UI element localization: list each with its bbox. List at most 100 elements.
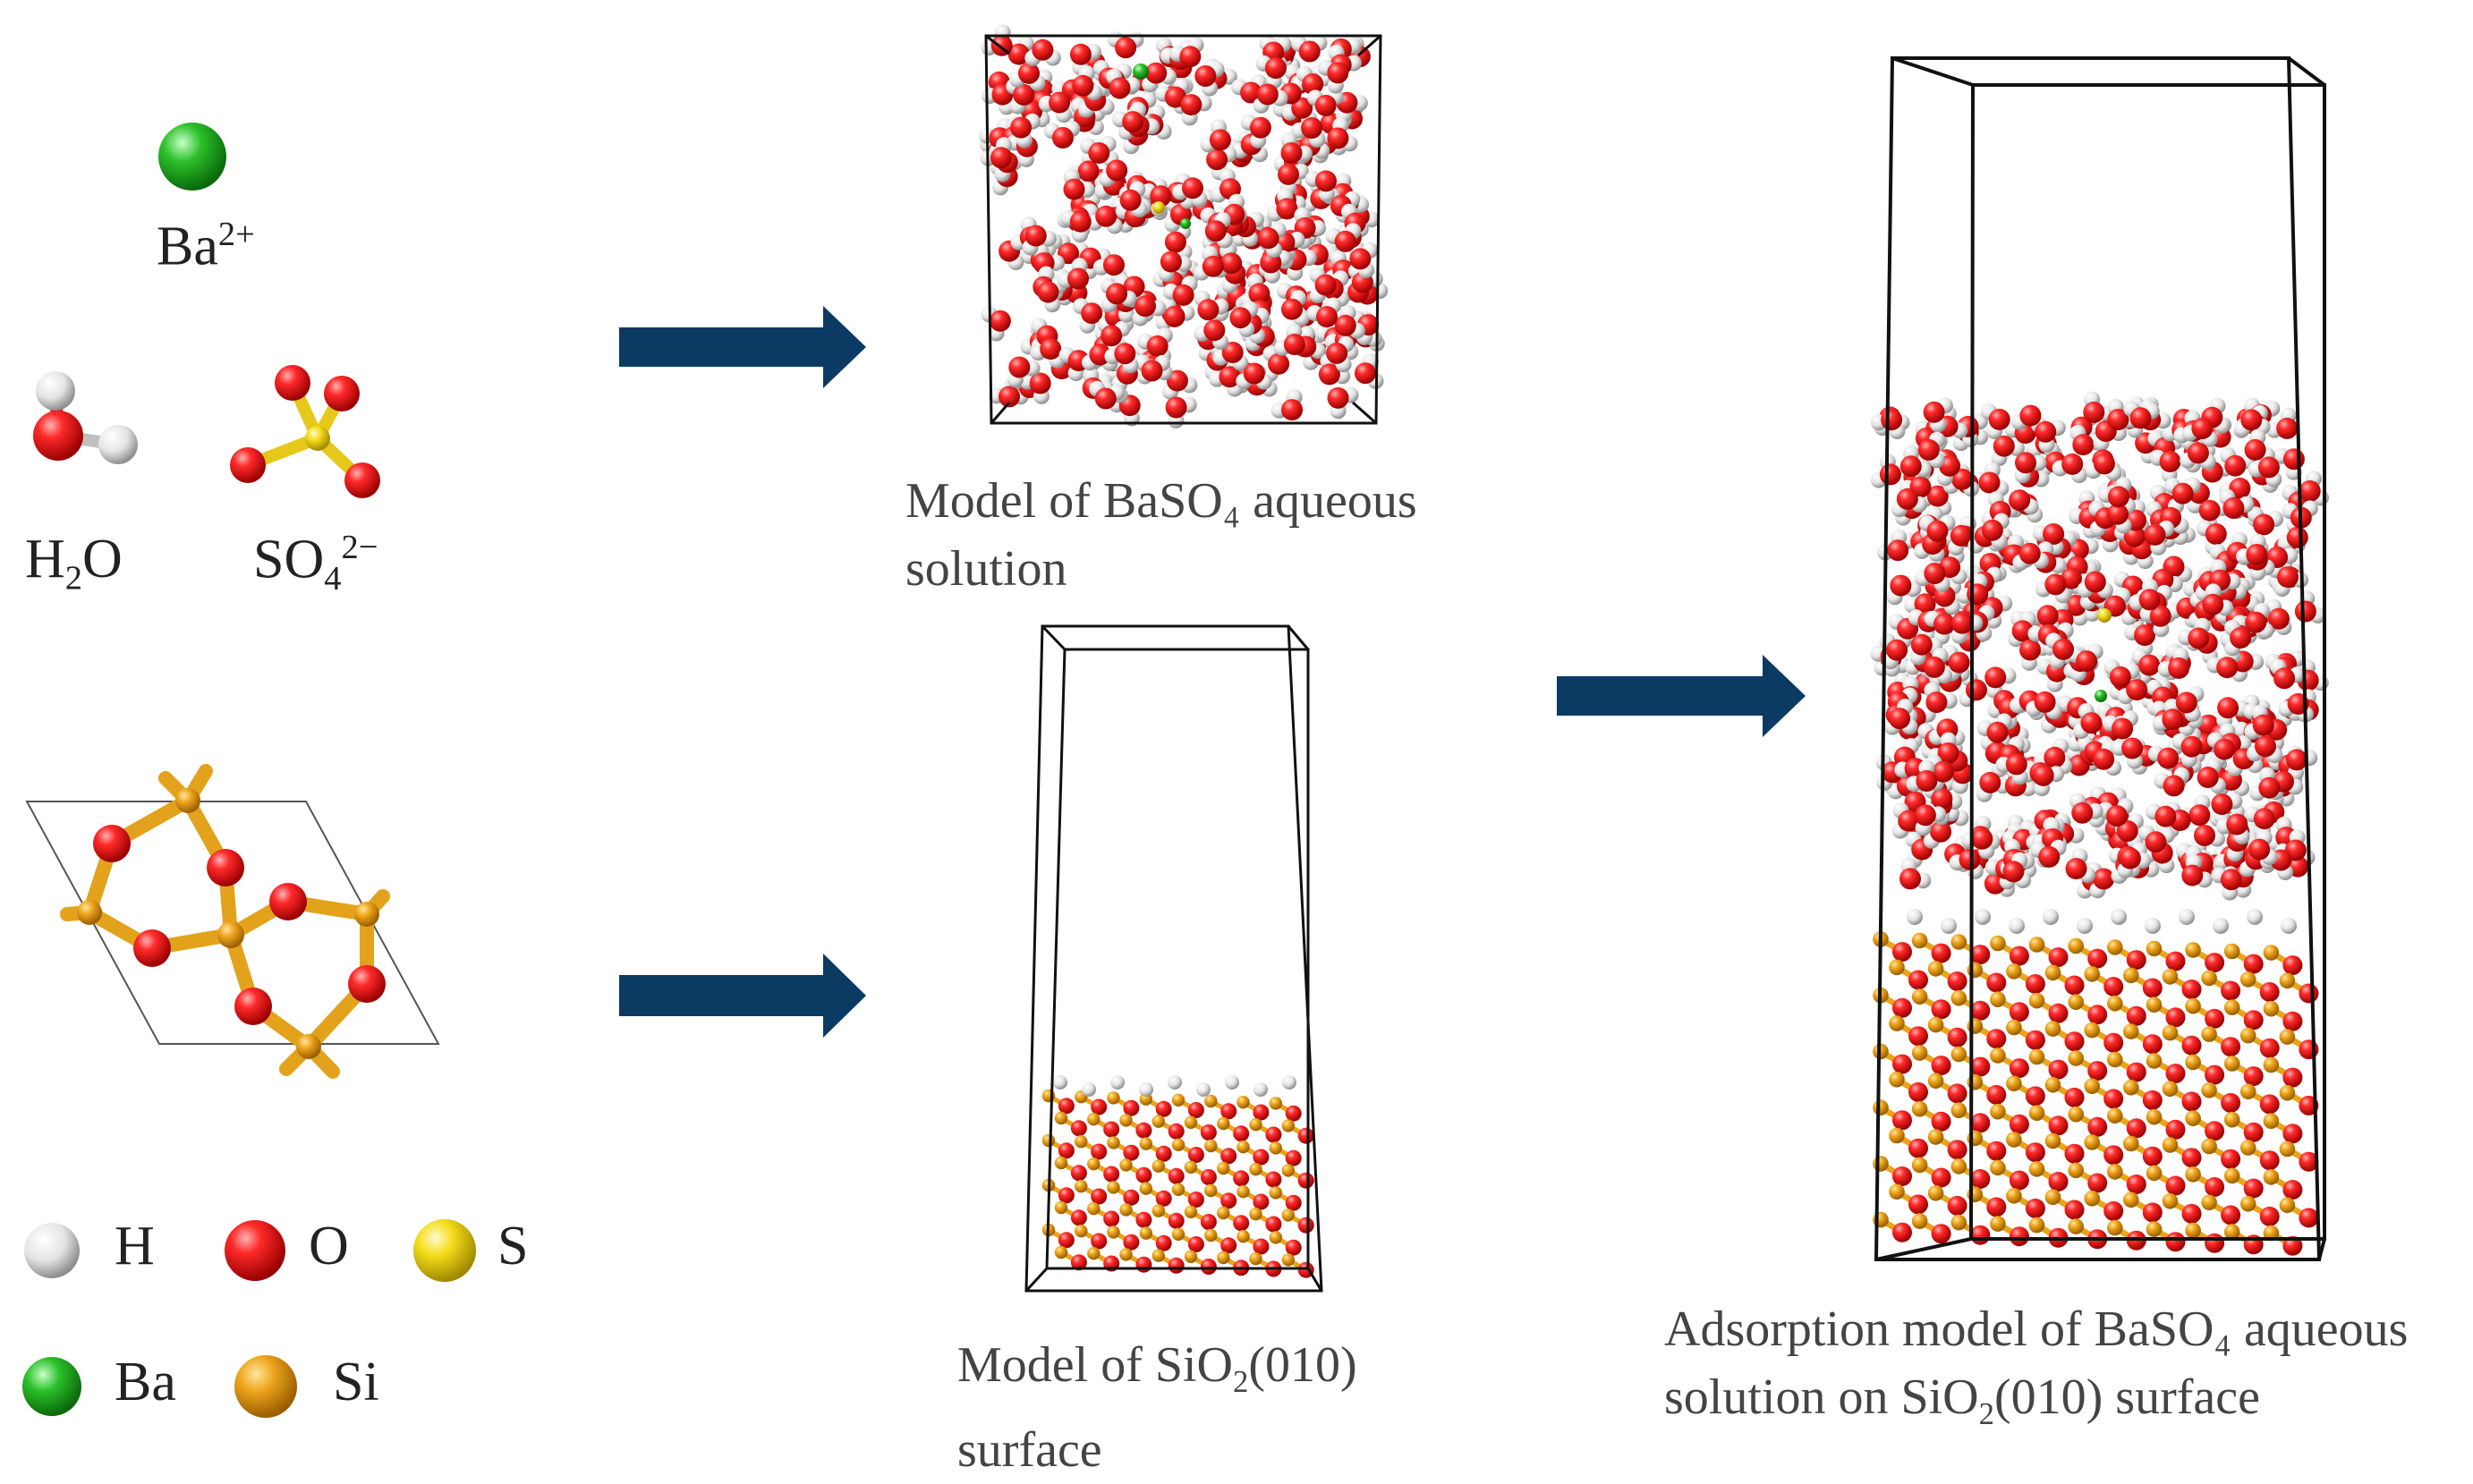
oxygen-atom: [1959, 848, 1981, 870]
legend-label-h: H: [115, 1216, 155, 1276]
oxygen-atom: [1926, 520, 1949, 542]
silicon-atom: [1249, 1252, 1262, 1266]
oxygen-atom: [1123, 1234, 1140, 1251]
oxygen-atom: [2221, 980, 2241, 1001]
oxygen-atom: [2015, 452, 2036, 474]
oxygen-atom: [1908, 1138, 1928, 1158]
silicon-atom: [2028, 992, 2045, 1009]
silicon-atom: [1990, 1159, 2006, 1176]
legend-label-o: O: [309, 1216, 349, 1276]
oxygen-atom: [1058, 1142, 1075, 1159]
oxygen-atom: [1010, 116, 1033, 139]
oxygen-atom: [2221, 1149, 2241, 1169]
hydrogen-atom: [1168, 1075, 1182, 1090]
oxygen-atom: [1209, 129, 1231, 151]
silicon-atom: [1873, 1156, 1889, 1172]
silicon-atom: [1171, 1093, 1186, 1107]
silicon-atom: [1889, 1015, 1905, 1031]
silicon-atom: [1911, 1213, 1928, 1229]
oxygen-atom: [1947, 971, 1967, 991]
oxygen-atom: [1923, 656, 1945, 678]
oxygen-atom: [2181, 979, 2202, 999]
adsorption-caption-line2: solution on SiO2(010) surface: [1664, 1363, 2408, 1448]
silicon-atom: [2201, 1026, 2217, 1042]
silicon-atom: [1217, 1161, 1230, 1175]
silicon-atom: [1990, 1216, 2006, 1232]
silicon-atom: [1217, 1116, 1230, 1131]
oxygen-atom: [1986, 1084, 2007, 1105]
oxygen-atom: [2005, 753, 2027, 776]
silicon-atom: [1967, 1130, 1984, 1147]
oxygen-atom: [1220, 1237, 1237, 1254]
silicon-atom: [2123, 1191, 2139, 1208]
oxygen-atom: [1194, 65, 1217, 87]
oxygen-atom: [2246, 544, 2268, 565]
silicon-atom: [1950, 934, 1967, 950]
oxygen-atom: [2043, 523, 2065, 545]
oxygen-atom: [2087, 948, 2108, 969]
silicon-atom: [1119, 1114, 1133, 1127]
oxygen-atom: [1951, 468, 1974, 490]
oxygen-atom: [1947, 1140, 1967, 1160]
oxygen-atom: [2243, 1178, 2264, 1199]
silicon-atom: [2239, 1140, 2256, 1156]
oxygen-atom: [1970, 1113, 1991, 1133]
oxygen-atom: [1908, 1026, 1928, 1047]
oxygen-atom: [2180, 735, 2203, 758]
silicon-atom: [1281, 1164, 1296, 1177]
oxygen-atom: [1986, 721, 2009, 743]
oxygen-atom: [1233, 1125, 1250, 1142]
oxygen-atom: [1264, 57, 1287, 80]
oxygen-atom: [1180, 94, 1203, 116]
oxygen-atom: [2009, 1002, 2029, 1022]
silicon-atom: [2044, 964, 2061, 981]
legend-marker-si: [234, 1355, 297, 1418]
silicon-atom: [2279, 1197, 2296, 1214]
silicon-atom: [1269, 1097, 1283, 1110]
hydrogen-atom: [2009, 918, 2025, 934]
silicon-atom: [2239, 971, 2256, 988]
oxygen-atom: [2159, 451, 2181, 472]
silicon-atom: [2223, 1111, 2240, 1128]
oxygen-atom: [999, 386, 1020, 408]
oxygen-atom: [2048, 1115, 2069, 1136]
oxygen-atom: [2149, 605, 2171, 627]
oxygen-atom: [1168, 1167, 1185, 1184]
surface-caption-b: (010): [1248, 1337, 1357, 1393]
silicon-atom: [1152, 1204, 1166, 1217]
oxygen-atom: [2240, 409, 2263, 431]
oxygen-atom: [2221, 1037, 2241, 1057]
oxygen-atom: [1930, 820, 1952, 843]
silicon-atom: [2084, 1191, 2100, 1207]
oxygen-atom: [2106, 805, 2128, 827]
oxygen-atom: [1268, 352, 1290, 375]
oxygen-atom: [2253, 808, 2275, 830]
oxygen-atom: [1058, 1098, 1075, 1115]
oxygen-atom: [2226, 813, 2248, 835]
silicon-atom: [1967, 1018, 1984, 1034]
oxygen-atom: [2064, 1087, 2085, 1107]
oxygen-atom: [1095, 205, 1118, 227]
sulfate-sub: 4: [324, 560, 342, 598]
silicon-atom: [2068, 937, 2084, 954]
oxygen-atom: [1233, 1170, 1250, 1187]
oxygen-atom: [1993, 435, 2015, 457]
sulfate-label: SO42−: [253, 528, 378, 598]
hydrogen-atom: [1941, 918, 1957, 934]
oxygen-atom: [1908, 1081, 1928, 1102]
oxygen-atom: [1168, 1123, 1185, 1140]
silicon-atom: [2239, 1196, 2256, 1212]
oxygen-atom: [1200, 1214, 1217, 1230]
silicon-atom: [1204, 1094, 1218, 1108]
oxygen-atom: [1049, 91, 1071, 114]
oxygen-atom: [1160, 250, 1182, 273]
silicon-atom: [2279, 1085, 2296, 1101]
oxygen-atom: [1349, 248, 1372, 270]
oxygen-atom: [1276, 198, 1298, 220]
silicon-atom: [1204, 1139, 1218, 1153]
oxygen-atom: [1163, 305, 1186, 327]
oxygen-atom: [1135, 1256, 1152, 1273]
oxygen-atom: [1984, 666, 2007, 689]
silicon-atom: [2068, 1218, 2084, 1234]
silicon-atom: [1041, 1133, 1056, 1148]
